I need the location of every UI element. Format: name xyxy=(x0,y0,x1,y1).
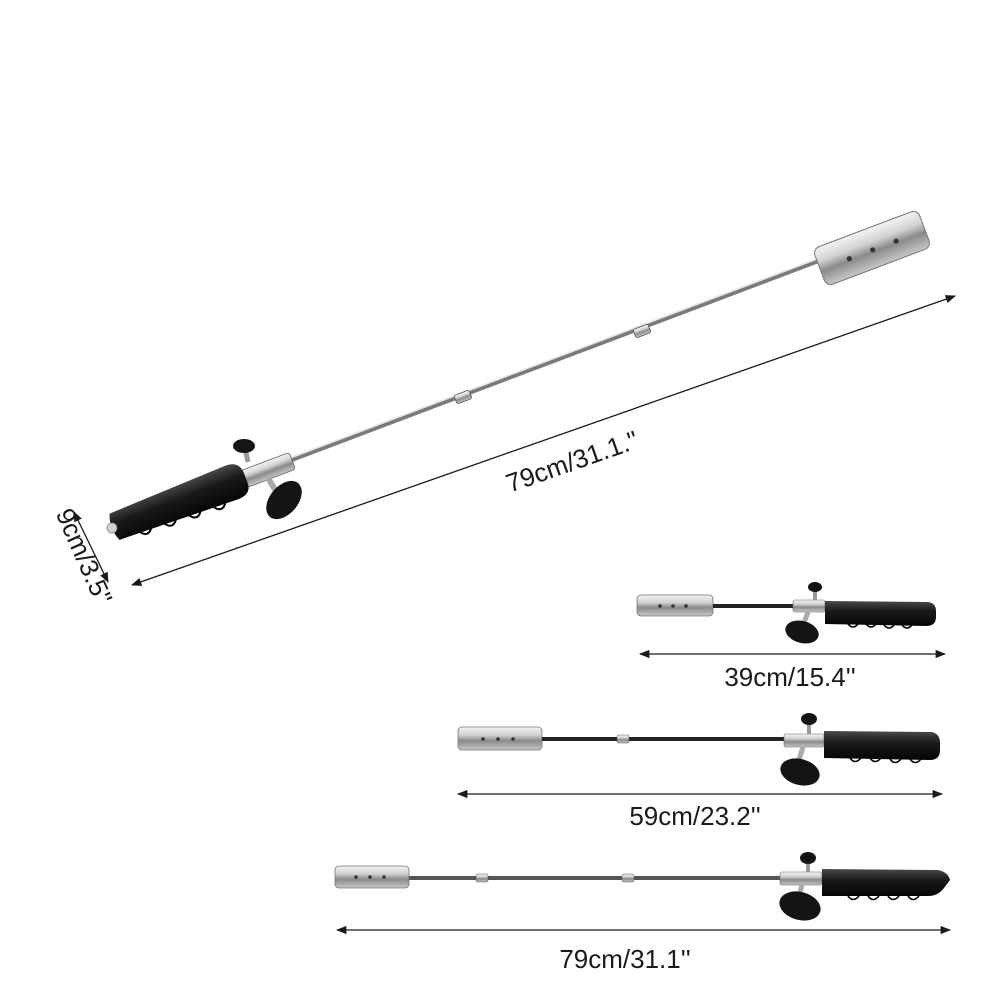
grip-handle xyxy=(109,464,249,540)
variant-79cm-dimension: 79cm/31.1'' xyxy=(335,925,952,974)
torch-rod xyxy=(282,255,828,465)
flame-adjust-knob-icon xyxy=(785,620,819,644)
torch-rod xyxy=(542,737,792,741)
rod-joint xyxy=(621,873,635,883)
grip-handle xyxy=(822,869,950,896)
torch-rod xyxy=(713,604,795,608)
main-width-dimension: 9cm/3.5" xyxy=(50,504,119,609)
variant-59cm-dimension: 59cm/23.2'' xyxy=(456,789,944,831)
grip-handle xyxy=(824,731,940,760)
variant-39cm-dimension: 39cm/15.4'' xyxy=(638,649,947,692)
torch-rod xyxy=(409,876,787,880)
burner-nozzle xyxy=(814,211,930,285)
main-torch xyxy=(106,211,930,540)
burner-nozzle xyxy=(636,594,714,617)
handle-end-cap xyxy=(106,522,118,534)
top-knob-icon xyxy=(800,852,816,864)
variant-39cm-label: 39cm/15.4'' xyxy=(724,662,855,692)
flame-adjust-knob-icon xyxy=(780,758,820,786)
rod-joint xyxy=(633,324,651,338)
main-width-label: 9cm/3.5" xyxy=(50,504,119,609)
top-knob-icon xyxy=(233,439,255,453)
rod-joint xyxy=(475,873,489,883)
flame-adjust-knob-icon xyxy=(779,891,821,921)
variant-59cm-label: 59cm/23.2'' xyxy=(629,801,760,831)
top-knob-icon xyxy=(801,713,817,725)
variant-torch-39cm xyxy=(636,582,936,644)
flame-adjust-knob-icon xyxy=(266,480,302,520)
rod-joint xyxy=(454,390,472,404)
variant-79cm-label: 79cm/31.1'' xyxy=(559,944,690,974)
variant-torch-79cm xyxy=(334,852,950,921)
main-length-dimension: 79cm/31.1." xyxy=(131,295,956,586)
rod-joint xyxy=(616,734,630,744)
variant-torch-59cm xyxy=(457,713,940,786)
main-length-label: 79cm/31.1." xyxy=(502,425,642,499)
grip-handle xyxy=(825,601,936,626)
burner-nozzle xyxy=(457,726,543,751)
burner-nozzle xyxy=(334,865,410,889)
top-knob-icon xyxy=(808,582,822,592)
torch-rod-highlight xyxy=(284,255,826,461)
